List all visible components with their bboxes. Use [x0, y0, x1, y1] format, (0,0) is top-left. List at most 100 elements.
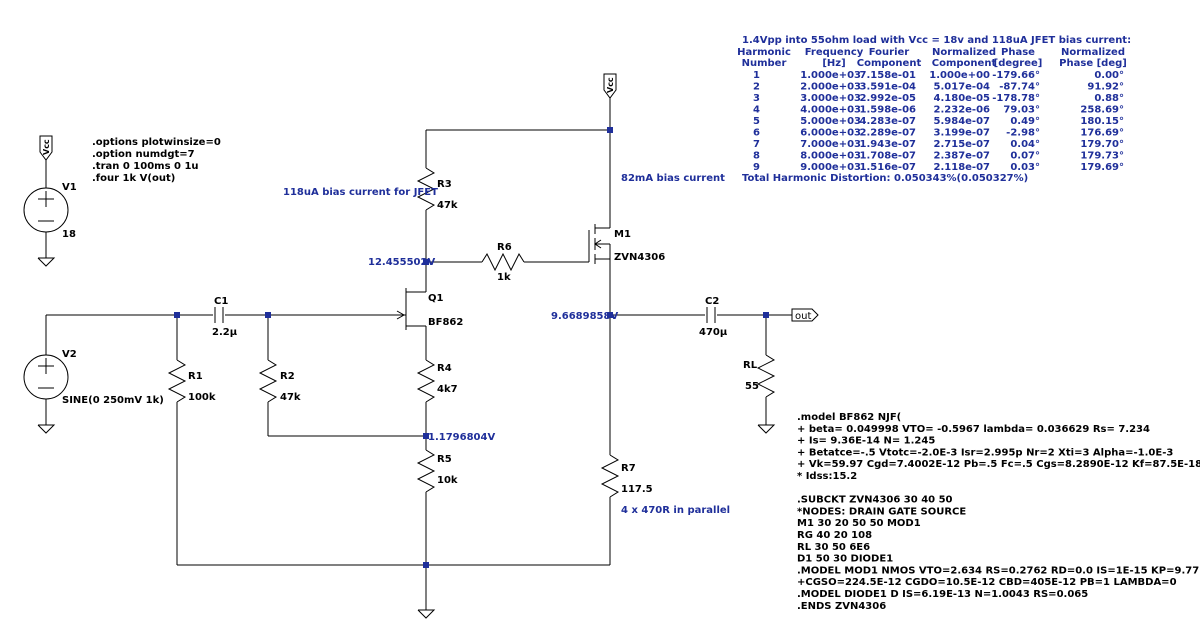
model-line: +CGSO=224.5E-12 CGDO=10.5E-12 CBD=405E-1…	[797, 577, 1177, 588]
fourier-cell: 9	[753, 162, 760, 173]
fourier-cell: -2.98°	[1006, 128, 1040, 139]
q1-name: Q1	[428, 293, 444, 304]
fourier-cell: 4.180e-05	[934, 93, 991, 104]
fourier-cell: 0.88°	[1094, 93, 1124, 104]
r6-resistor	[481, 252, 525, 272]
fourier-cell: 3.199e-07	[934, 128, 991, 139]
m1-value: ZVN4306	[614, 252, 665, 263]
fourier-cell: 179.69°	[1080, 162, 1124, 173]
fourier-cell: 0.07°	[1010, 151, 1040, 162]
r3-note: 118uA bias current for JFET	[283, 187, 438, 198]
fourier-cell: 4.000e+03	[800, 105, 861, 116]
fourier-cell: 8.000e+03	[800, 151, 861, 162]
r7-note: 4 x 470R in parallel	[621, 505, 730, 516]
thd-line: Total Harmonic Distortion: 0.050343%(0.0…	[742, 173, 1028, 184]
node-voltage-output: 9.6689858V	[551, 311, 618, 322]
fourier-header-cell: Component	[932, 58, 997, 69]
vcc-flag-main: Vcc	[603, 73, 617, 99]
fourier-cell: 2.232e-06	[934, 105, 991, 116]
directive-3: .four 1k V(out)	[92, 173, 175, 184]
junction-dots	[174, 127, 769, 568]
svg-text:out: out	[795, 311, 811, 322]
m1-mosfet	[588, 222, 611, 264]
v2-value: SINE(0 250mV 1k)	[62, 395, 164, 406]
fourier-title: 1.4Vpp into 55ohm load with Vcc = 18v an…	[742, 35, 1131, 46]
fourier-cell: 176.69°	[1080, 128, 1124, 139]
rl-value: 55	[745, 381, 759, 392]
fourier-header-cell: Frequency	[805, 47, 864, 58]
fourier-cell: -178.78°	[992, 93, 1040, 104]
fourier-cell: 2.992e-05	[860, 93, 917, 104]
node-voltage-jfet-drain: 12.455502V	[368, 257, 435, 268]
r7-resistor	[600, 454, 620, 498]
model-line: * Idss:15.2	[797, 471, 857, 482]
directive-0: .options plotwinsize=0	[92, 137, 221, 148]
fourier-header-cell: Component	[857, 58, 922, 69]
fourier-header-cell: Normalized	[932, 47, 996, 58]
fourier-cell: 9.000e+03	[800, 162, 861, 173]
ground-main	[417, 609, 436, 619]
r6-value: 1k	[497, 272, 511, 283]
model-line: + Betatce=-.5 Vtotc=-2.0E-3 Isr=2.995p N…	[797, 447, 1173, 458]
model-line: + Vk=59.97 Cgd=7.4002E-12 Pb=.5 Fc=.5 Cg…	[797, 459, 1200, 470]
v1-value: 18	[62, 229, 76, 240]
r2-resistor	[258, 359, 278, 403]
fourier-cell: 0.04°	[1010, 139, 1040, 150]
c1-name: C1	[214, 296, 228, 307]
model-listing: .model BF862 NJF(+ beta= 0.049998 VTO= -…	[797, 412, 1200, 612]
fourier-cell: 4.283e-07	[860, 116, 917, 127]
model-line: M1 30 20 50 50 MOD1	[797, 518, 921, 529]
fourier-cell: 6.000e+03	[800, 128, 861, 139]
fourier-cell: 5.000e+03	[800, 116, 861, 127]
node-voltage-jfet-source: 1.1796804V	[428, 432, 495, 443]
q1-jfet	[396, 285, 427, 360]
fourier-cell: 2.000e+03	[800, 82, 861, 93]
model-line: RG 40 20 108	[797, 530, 872, 541]
fourier-cell: 1.598e-06	[860, 105, 917, 116]
fourier-cell: 3.000e+03	[800, 93, 861, 104]
fourier-table: 1.4Vpp into 55ohm load with Vcc = 18v an…	[737, 35, 1131, 184]
m1-note: 82mA bias current	[621, 173, 725, 184]
fourier-header-cell: Number	[742, 58, 787, 69]
r5-resistor	[416, 449, 436, 493]
r7-value: 117.5	[621, 484, 653, 495]
fourier-cell: 2.387e-07	[934, 151, 991, 162]
q1-value: BF862	[428, 317, 463, 328]
fourier-cell: 3	[753, 93, 760, 104]
rl-name: RL	[743, 360, 758, 371]
r4-name: R4	[437, 363, 452, 374]
v1-name: V1	[62, 182, 77, 193]
r3-resistor	[416, 167, 436, 211]
rl-resistor	[756, 354, 776, 398]
fourier-cell: 7.158e-01	[860, 70, 917, 81]
ground-rl	[757, 424, 776, 434]
fourier-header-cell: Normalized	[1061, 47, 1125, 58]
m1-name: M1	[614, 229, 631, 240]
model-line: *NODES: DRAIN GATE SOURCE	[797, 506, 966, 517]
svg-text:Vcc: Vcc	[606, 77, 615, 93]
svg-text:Vcc: Vcc	[42, 139, 51, 155]
fourier-cell: 2.118e-07	[934, 162, 991, 173]
fourier-cell: 1.000e+03	[800, 70, 861, 81]
c1-value: 2.2µ	[212, 327, 238, 338]
model-line: .MODEL MOD1 NMOS VTO=2.634 RS=0.2762 RD=…	[797, 565, 1199, 576]
v1-source	[23, 160, 69, 267]
fourier-cell: 2.289e-07	[860, 128, 917, 139]
fourier-cell: 79.03°	[1003, 105, 1040, 116]
r5-value: 10k	[437, 475, 458, 486]
r6-name: R6	[497, 242, 512, 253]
fourier-cell: -179.66°	[992, 70, 1040, 81]
model-line: RL 30 50 6E6	[797, 542, 870, 553]
r3-name: R3	[437, 179, 452, 190]
c2-name: C2	[705, 296, 719, 307]
r2-name: R2	[280, 371, 295, 382]
r1-name: R1	[188, 371, 203, 382]
fourier-cell: 0.00°	[1094, 70, 1124, 81]
fourier-cell: 91.92°	[1087, 82, 1124, 93]
fourier-cell: 0.03°	[1010, 162, 1040, 173]
fourier-header-cell: [degree]	[994, 58, 1043, 69]
model-line: .model BF862 NJF(	[797, 412, 901, 423]
fourier-cell: 1.708e-07	[860, 151, 917, 162]
fourier-cell: 4	[753, 105, 760, 116]
